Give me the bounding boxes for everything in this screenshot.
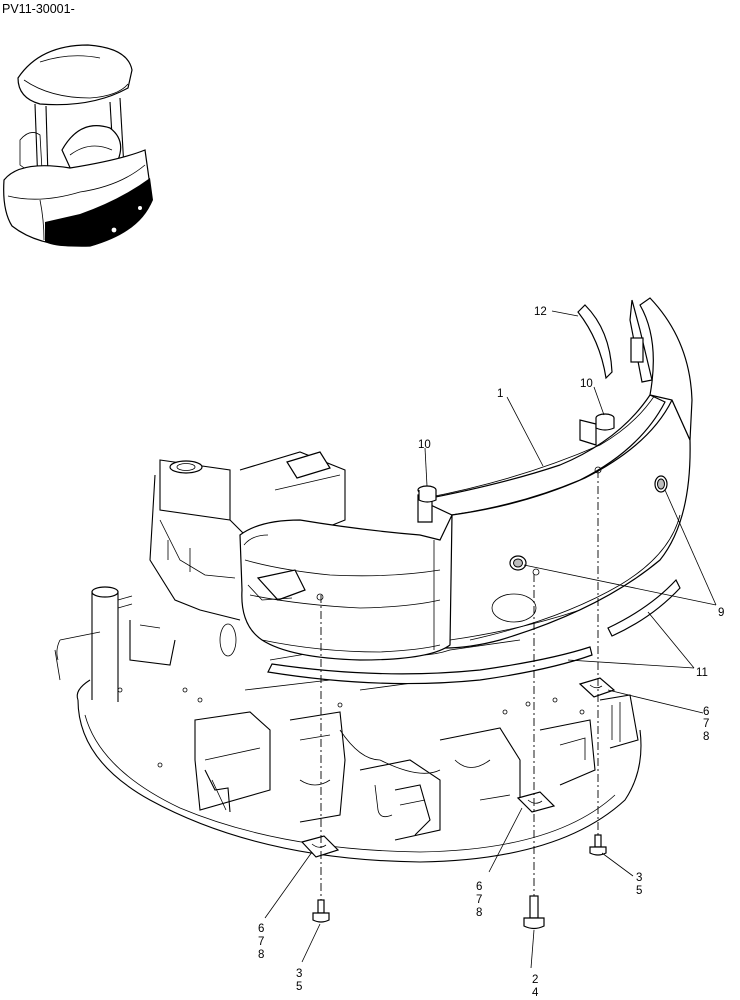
callout-10-left: 10 [418, 439, 431, 451]
bolt-left [312, 899, 330, 923]
counterweight [239, 297, 693, 661]
shim-middle [516, 791, 556, 813]
callout-5-right: 5 [636, 885, 642, 897]
callout-6-right: 6 [703, 706, 709, 718]
rubber-strip-front [267, 646, 593, 685]
callout-5-left: 5 [296, 981, 302, 993]
callout-6-middle: 6 [476, 881, 482, 893]
shim-left [300, 835, 340, 858]
leader-lines [264, 310, 717, 969]
callout-10-right: 10 [580, 378, 593, 390]
callout-11: 11 [696, 667, 708, 679]
upper-frame [54, 451, 642, 863]
lifting-eye-left [417, 485, 437, 523]
shim-right [578, 677, 616, 698]
callout-7-left: 7 [258, 936, 264, 948]
lifting-eye-right [579, 413, 615, 446]
callout-8-left: 8 [258, 949, 264, 961]
locator-thumbnail [3, 44, 153, 247]
callout-12: 12 [534, 306, 547, 318]
callout-1: 1 [497, 388, 503, 400]
callout-7-middle: 7 [476, 894, 482, 906]
callout-8-right: 8 [703, 731, 709, 743]
bolt-center [523, 895, 545, 930]
cover-plate [577, 304, 613, 380]
callout-6-left: 6 [258, 923, 264, 935]
callout-7-right: 7 [703, 718, 709, 730]
callout-3-left: 3 [296, 968, 302, 980]
callout-3-right: 3 [636, 872, 642, 884]
drawing-code: PV11-30001- [2, 2, 75, 16]
callout-9: 9 [718, 607, 724, 619]
callout-2: 2 [532, 974, 538, 986]
callout-8-middle: 8 [476, 907, 482, 919]
callout-4: 4 [532, 987, 539, 999]
bolt-right [589, 834, 607, 856]
